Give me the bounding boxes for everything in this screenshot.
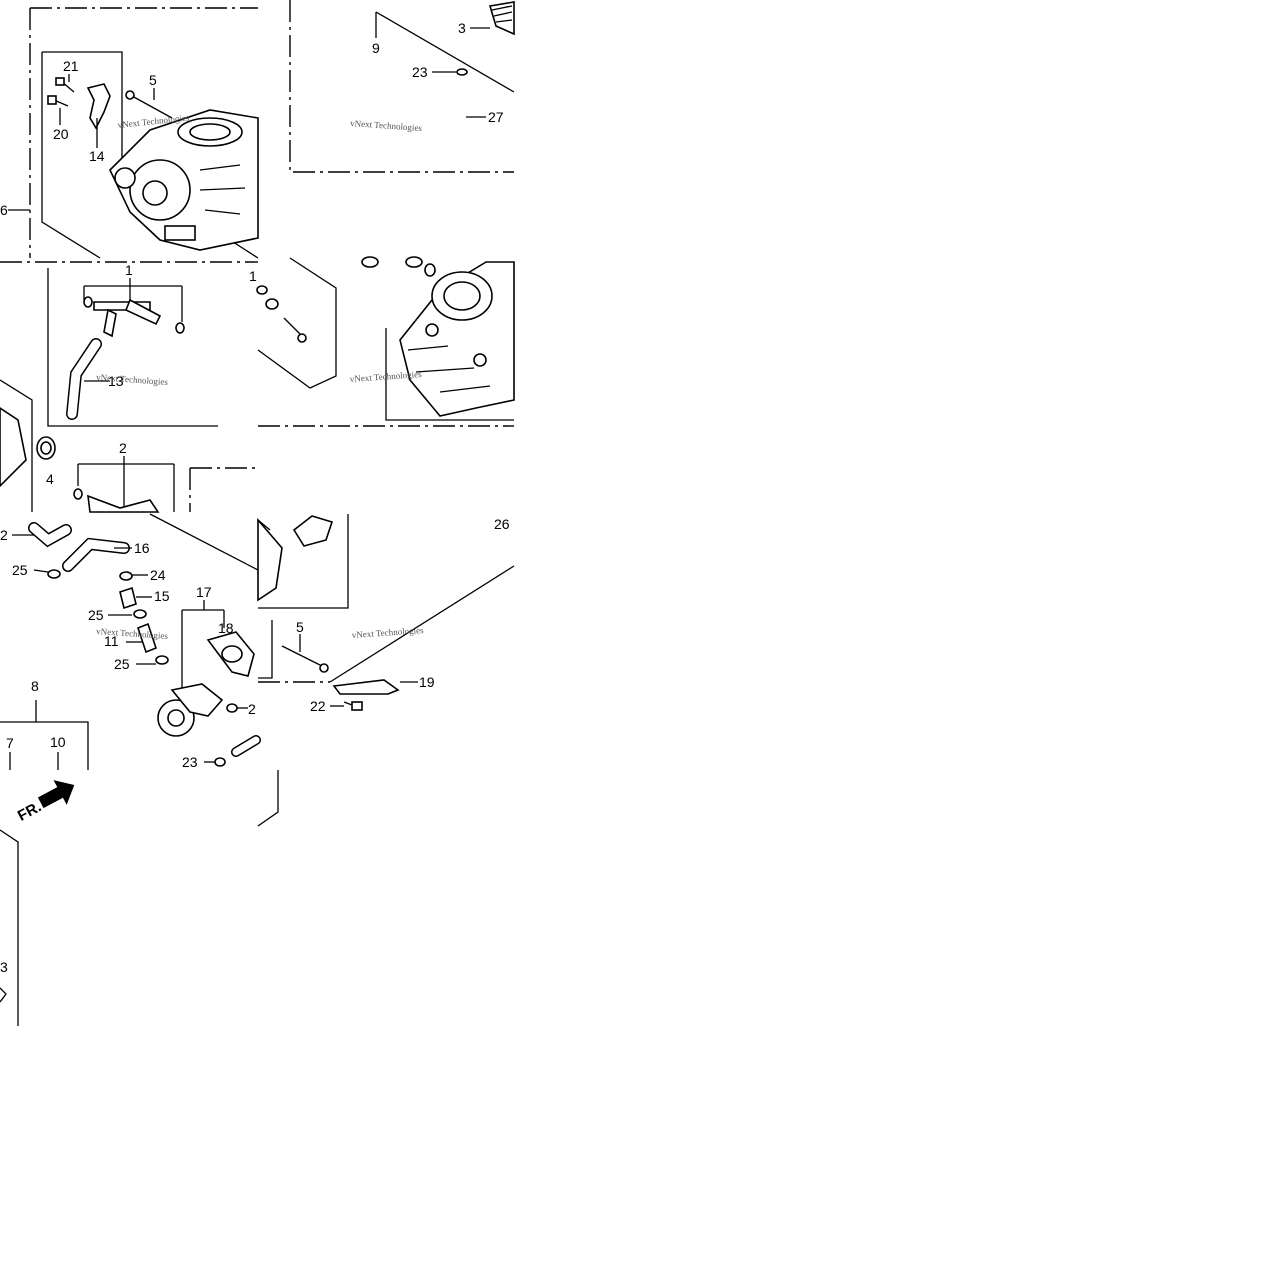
tee-joint-1 — [83, 296, 185, 338]
tile-top-left: 21 20 14 5 6 vNext Technologies — [0, 7, 259, 259]
callout-24: 24 — [150, 567, 166, 583]
clip-23 — [432, 68, 468, 76]
pipe-11 — [126, 622, 157, 654]
clip-24 — [119, 571, 148, 581]
callout-26: 26 — [494, 516, 510, 532]
callout-10: 10 — [50, 734, 66, 750]
gasket-18 — [206, 631, 255, 677]
watermark: vNext Technologies — [351, 625, 424, 640]
callout-1: 1 — [125, 262, 133, 278]
carburetor-body — [109, 109, 259, 251]
callout-19: 19 — [419, 674, 435, 690]
callout-2: 2 — [119, 440, 127, 456]
clip-25-a — [33, 569, 61, 579]
bracket-19 — [332, 679, 418, 695]
callout-18: 18 — [218, 620, 234, 636]
callout-3: 3 — [458, 20, 466, 36]
air-valve-17 — [157, 683, 224, 737]
throttle-body-fragment — [0, 407, 27, 488]
front-direction-arrow: FR. — [15, 780, 75, 825]
tee-joint-2 — [73, 488, 160, 513]
housing-fragment — [257, 515, 334, 602]
callout-4: 4 — [46, 471, 54, 487]
front-arrow-label: FR. — [15, 798, 44, 824]
clip-23-b — [204, 757, 226, 767]
callout-22: 22 — [310, 698, 326, 714]
joint-15 — [119, 586, 152, 610]
clip-21 — [226, 703, 248, 713]
screw-5 — [125, 90, 173, 119]
callout-20: 20 — [53, 126, 69, 142]
bolt-22 — [330, 701, 363, 711]
callout-3-b: 3 — [0, 959, 8, 975]
bolt-5-b — [281, 634, 329, 673]
tile-top-right: 9 3 23 27 vNext Technologies — [289, 0, 515, 173]
hose-13 — [66, 338, 110, 420]
callout-13: 13 — [108, 373, 124, 389]
callout-5-b: 5 — [296, 619, 304, 635]
bolt-20 — [47, 95, 69, 107]
callout-27: 27 — [488, 109, 504, 125]
bracket-14 — [86, 83, 111, 130]
washers-1 — [256, 285, 307, 343]
callout-15: 15 — [154, 588, 170, 604]
callout-6: 6 — [0, 202, 8, 218]
spring-3 — [488, 1, 515, 36]
watermark: vNext Technologies — [96, 372, 169, 387]
fittings-top — [361, 256, 436, 277]
callout-23: 23 — [412, 64, 428, 80]
carburetor-body-2 — [399, 261, 515, 417]
tile-lower-left: FR. 2 16 25 24 15 25 11 25 17 18 2 23 8 … — [0, 513, 279, 1026]
tile-lower-right: 26 5 19 22 vNext Technologies — [257, 514, 515, 714]
callout-23-b: 23 — [182, 754, 198, 770]
callout-7: 7 — [6, 735, 14, 751]
hose-16 — [62, 537, 132, 572]
callout-25-c: 25 — [114, 656, 130, 672]
callout-25-a: 25 — [12, 562, 28, 578]
cap-4 — [36, 436, 56, 460]
callout-17: 17 — [196, 584, 212, 600]
hose-12 — [12, 522, 72, 548]
callout-14: 14 — [89, 148, 105, 164]
tile-middle-left: 1 13 4 2 vNext Technologies — [0, 261, 258, 513]
tile-middle-right: 1 vNext Technologies — [249, 256, 515, 427]
callout-5: 5 — [149, 72, 157, 88]
callout-1-alt: 1 — [249, 268, 257, 284]
hose-lower — [231, 735, 261, 757]
callout-25-b: 25 — [88, 607, 104, 623]
callout-16: 16 — [134, 540, 150, 556]
callout-8: 8 — [31, 678, 39, 694]
watermark: vNext Technologies — [350, 118, 423, 133]
callout-9: 9 — [372, 40, 380, 56]
bolt-21 — [55, 77, 75, 93]
clip-25-b — [108, 609, 147, 619]
hose-27 — [415, 83, 486, 149]
clip-25-c — [136, 655, 169, 665]
callout-11: 11 — [104, 633, 119, 649]
callout-2-c: 2 — [248, 701, 256, 717]
callout-21: 21 — [63, 58, 79, 74]
callout-2-b: 2 — [0, 527, 8, 543]
